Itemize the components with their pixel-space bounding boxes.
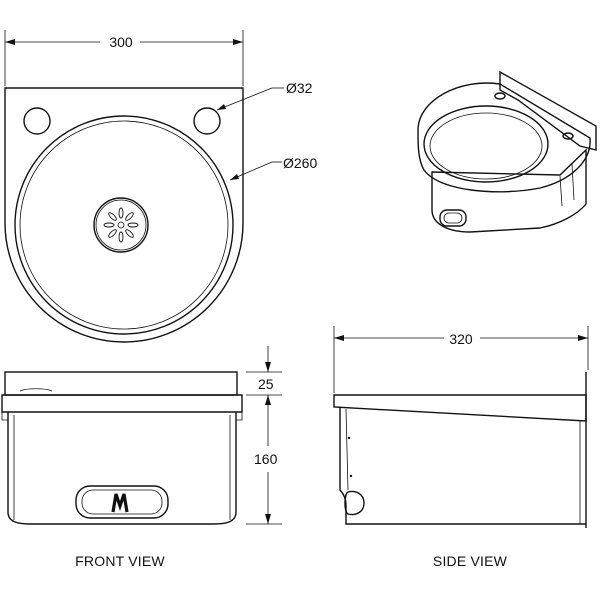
front-body bbox=[7, 412, 237, 525]
side-body bbox=[339, 407, 586, 525]
top-view: 300 Ø32 Ø260 bbox=[4, 30, 317, 343]
dim-front-width: 300 bbox=[4, 30, 244, 86]
drain-icon bbox=[93, 197, 149, 253]
tap-hole-left bbox=[23, 107, 51, 135]
dim-front-width-text: 300 bbox=[109, 34, 133, 50]
dim-bowl-diameter-text: Ø260 bbox=[283, 155, 317, 171]
front-flange bbox=[1, 394, 243, 413]
bowl-rim-outer bbox=[14, 115, 234, 335]
dim-bowl-diameter: Ø260 bbox=[229, 155, 317, 181]
drain-petal bbox=[127, 222, 139, 228]
dim-tap-hole-text: Ø32 bbox=[286, 80, 313, 96]
dim-tap-hole: Ø32 bbox=[216, 80, 313, 111]
dim-side-depth: 320 bbox=[333, 326, 589, 393]
basin-plan-outline bbox=[4, 87, 244, 343]
drain-petal bbox=[103, 222, 115, 228]
drain-petal bbox=[118, 207, 124, 219]
side-view-label: SIDE VIEW bbox=[433, 553, 508, 569]
dim-heights: 25 160 bbox=[246, 346, 282, 525]
dim-body-height-text: 160 bbox=[254, 451, 278, 467]
drain-petal bbox=[125, 212, 134, 221]
tap-hole-right bbox=[193, 107, 221, 135]
front-view: 25 160 FRONT VIEW bbox=[1, 346, 282, 569]
drain-petal bbox=[108, 229, 117, 238]
drain-petal bbox=[125, 229, 134, 238]
side-rim bbox=[333, 394, 587, 422]
front-rim bbox=[4, 371, 238, 396]
side-view: 320 SIDE VIEW bbox=[333, 326, 589, 569]
dim-side-depth-text: 320 bbox=[449, 331, 473, 347]
isometric-view bbox=[417, 70, 597, 233]
drain-petal bbox=[118, 231, 124, 243]
drain-petal bbox=[108, 212, 117, 221]
front-view-label: FRONT VIEW bbox=[75, 553, 165, 569]
front-handle-plate bbox=[75, 485, 169, 519]
bowl-rim-inner bbox=[19, 120, 229, 330]
dim-rim-height-text: 25 bbox=[258, 376, 274, 392]
brand-logo-icon bbox=[111, 493, 129, 513]
